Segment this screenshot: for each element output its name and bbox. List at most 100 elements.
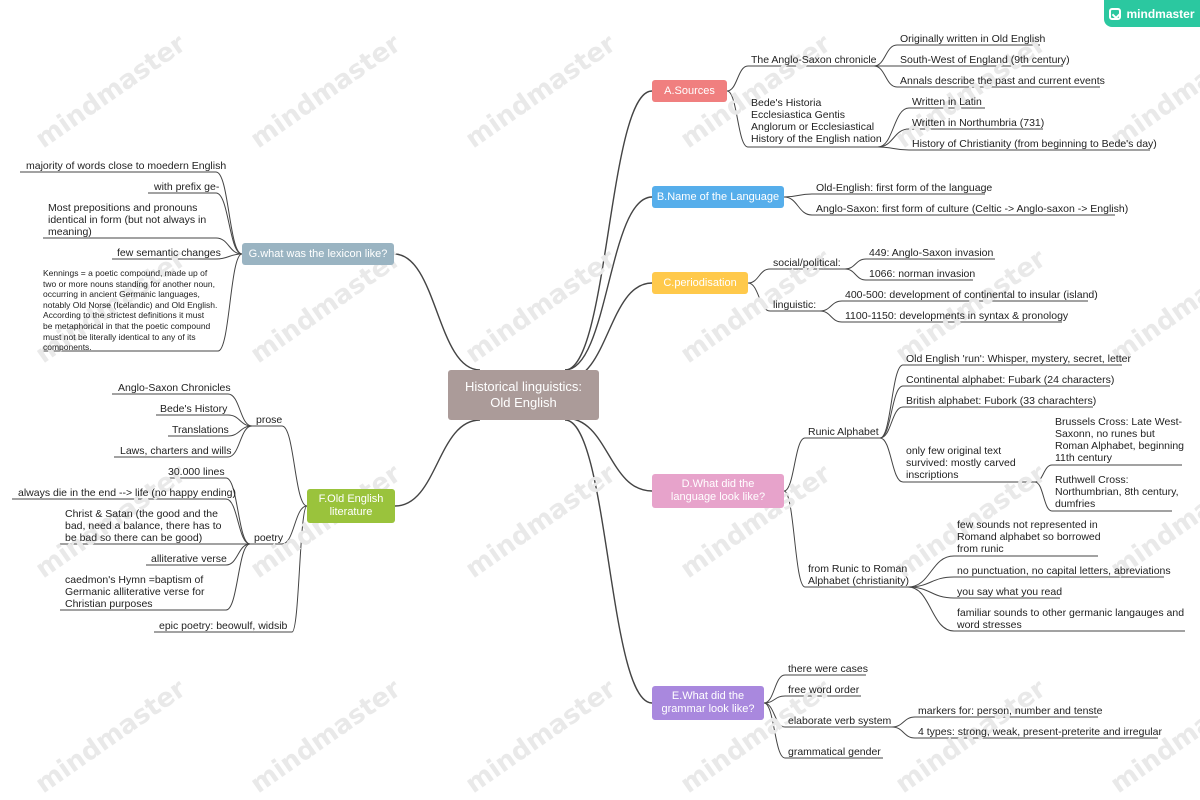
watermark-text: mindmaster [460,673,622,800]
watermark-text: mindmaster [30,28,192,155]
topic-lexicon[interactable]: G.what was the lexicon like? [242,243,394,265]
central-topic[interactable]: Historical linguistics: Old English [448,370,599,420]
node-prose-item[interactable]: Anglo-Saxon Chronicles [118,382,231,394]
topic-language-look[interactable]: D.What did the language look like? [652,474,784,508]
connector-line [783,196,813,216]
node-social-item[interactable]: 449: Anglo-Saxon invasion [869,247,994,259]
connector-line [225,498,251,545]
node-verb-item[interactable]: 4 types: strong, weak, present-preterite… [918,726,1162,738]
connector-line [564,419,653,704]
topic-name-of-language[interactable]: B.Name of the Language [652,186,784,208]
node-lexicon-item[interactable]: with prefix ge- [154,181,220,193]
node-grammar-item[interactable]: free word order [788,684,860,696]
connector-line [783,193,813,198]
subtopic-runic-to-roman[interactable]: from Runic to Roman Alphabet (christiani… [808,563,909,587]
connector-line [217,253,243,352]
connector-line [215,192,243,255]
connector-line [227,414,253,427]
node-bede-item[interactable]: History of Christianity (from beginning … [912,138,1157,150]
watermark-text: mindmaster [890,243,1052,370]
connector-line [564,90,653,371]
node-survived-texts[interactable]: only few original text survived: mostly … [906,445,1016,481]
node-prose-item[interactable]: Translations [172,424,229,436]
node-roman-item[interactable]: familiar sounds to other germanic langau… [957,607,1185,631]
topic-grammar-look[interactable]: E.What did the grammar look like? [652,686,764,720]
connector-line [891,726,916,739]
connector-line [215,171,243,255]
node-roman-item[interactable]: you say what you read [957,586,1063,598]
node-poetry-item[interactable]: always die in the end --> life (no happy… [18,487,237,499]
connector-line [227,393,253,427]
watermark-text: mindmaster [245,673,407,800]
subtopic-linguistic[interactable]: linguistic: [773,299,817,311]
node-social-item[interactable]: 1066: norman invasion [869,268,976,280]
node-poetry-item[interactable]: Christ & Satan (the good and the bad, ne… [65,508,222,544]
connector-line [879,385,904,439]
mindmaster-logo: mindmaster [1104,0,1200,27]
node-runic-item[interactable]: Continental alphabet: Fubark (24 charact… [906,374,1115,386]
node-grammar-item[interactable]: there were cases [788,663,868,675]
mindmaster-logo-icon [1109,7,1122,20]
topic-sources[interactable]: A.Sources [652,80,727,102]
subtopic-bedes-historia[interactable]: Bede's Historia Ecclesiastica Gentis Ang… [751,97,882,145]
node-linguistic-item[interactable]: 400-500: development of continental to i… [845,289,1098,301]
node-poetry-item[interactable]: caedmon's Hymn =baptism of Germanic alli… [65,574,205,610]
subtopic-poetry[interactable]: poetry [254,532,284,544]
node-roman-item[interactable]: few sounds not represented in Romand alp… [957,519,1101,555]
watermark-text: mindmaster [460,243,622,370]
connector-line [907,586,955,599]
watermark-text: mindmaster [1105,28,1200,155]
brand-label: mindmaster [1126,6,1195,21]
subtopic-social-political[interactable]: social/political: [773,257,841,269]
node-chronicle-item[interactable]: Annals describe the past and current eve… [900,75,1105,87]
node-name-item[interactable]: Anglo-Saxon: first form of culture (Celt… [816,203,1129,215]
node-runic-item[interactable]: Old English 'run': Whisper, mystery, sec… [906,353,1131,365]
node-poetry-item[interactable]: 30.000 lines [168,466,225,478]
watermark-text: mindmaster [1105,243,1200,370]
subtopic-runic-alphabet[interactable]: Runic Alphabet [808,426,879,438]
topic-old-english-literature[interactable]: F.Old English literature [307,489,395,523]
node-grammar-item[interactable]: elaborate verb system [788,715,892,727]
node-name-item[interactable]: Old-English: first form of the language [816,182,993,194]
topic-periodisation[interactable]: C.periodisation [652,272,748,294]
node-kennings[interactable]: Kennings = a poetic compound, made up of… [43,268,218,353]
node-grammar-item[interactable]: grammatical gender [788,746,881,758]
node-poetry-item[interactable]: alliterative verse [151,553,227,565]
connector-line [819,310,843,323]
connector-line [873,44,898,67]
node-brussels-cross[interactable]: Brussels Cross: Late West- Saxonn, no ru… [1055,416,1185,464]
subtopic-anglo-saxon-chronicle[interactable]: The Anglo-Saxon chronicle [751,54,877,66]
watermark-text: mindmaster [460,458,622,585]
connector-line [844,258,867,270]
node-linguistic-item[interactable]: 1100-1150: developments in syntax & pron… [845,310,1069,322]
node-lexicon-item[interactable]: few semantic changes [117,247,221,259]
subtopic-prose[interactable]: prose [256,414,283,426]
watermark-text: mindmaster [890,28,1052,155]
node-prose-item[interactable]: Bede's History [160,403,228,415]
node-lexicon-item[interactable]: majority of words close to moedern Engli… [26,160,227,172]
node-verb-item[interactable]: markers for: person, number and tenste [918,705,1103,717]
connector-line [281,425,308,507]
connector-line [225,543,251,611]
connector-line [879,406,904,439]
node-bede-item[interactable]: Written in Latin [912,96,982,108]
connector-line [844,268,867,281]
connector-line [227,425,253,437]
node-bede-item[interactable]: Written in Northumbria (731) [912,117,1045,129]
watermark-text: mindmaster [30,673,192,800]
connector-line [394,419,481,507]
node-lexicon-item[interactable]: Most prepositions and pronouns identical… [48,202,207,238]
node-ruthwell-cross[interactable]: Ruthwell Cross: Northumbrian, 8th centur… [1055,474,1179,510]
node-roman-item[interactable]: no punctuation, no capital letters, abre… [957,565,1171,577]
node-epic-poetry[interactable]: epic poetry: beowulf, widsib [159,620,288,632]
node-runic-item[interactable]: British alphabet: Fubork (33 charachters… [906,395,1097,407]
node-prose-item[interactable]: Laws, charters and wills [120,445,232,457]
node-chronicle-item[interactable]: South-West of England (9th century) [900,54,1070,66]
connector-line [879,364,904,439]
watermark-text: mindmaster [460,28,622,155]
node-chronicle-item[interactable]: Originally written in Old English [900,33,1046,45]
connector-line [819,300,843,312]
connector-line [873,65,898,88]
watermark-text: mindmaster [245,28,407,155]
connector-line [879,437,904,483]
